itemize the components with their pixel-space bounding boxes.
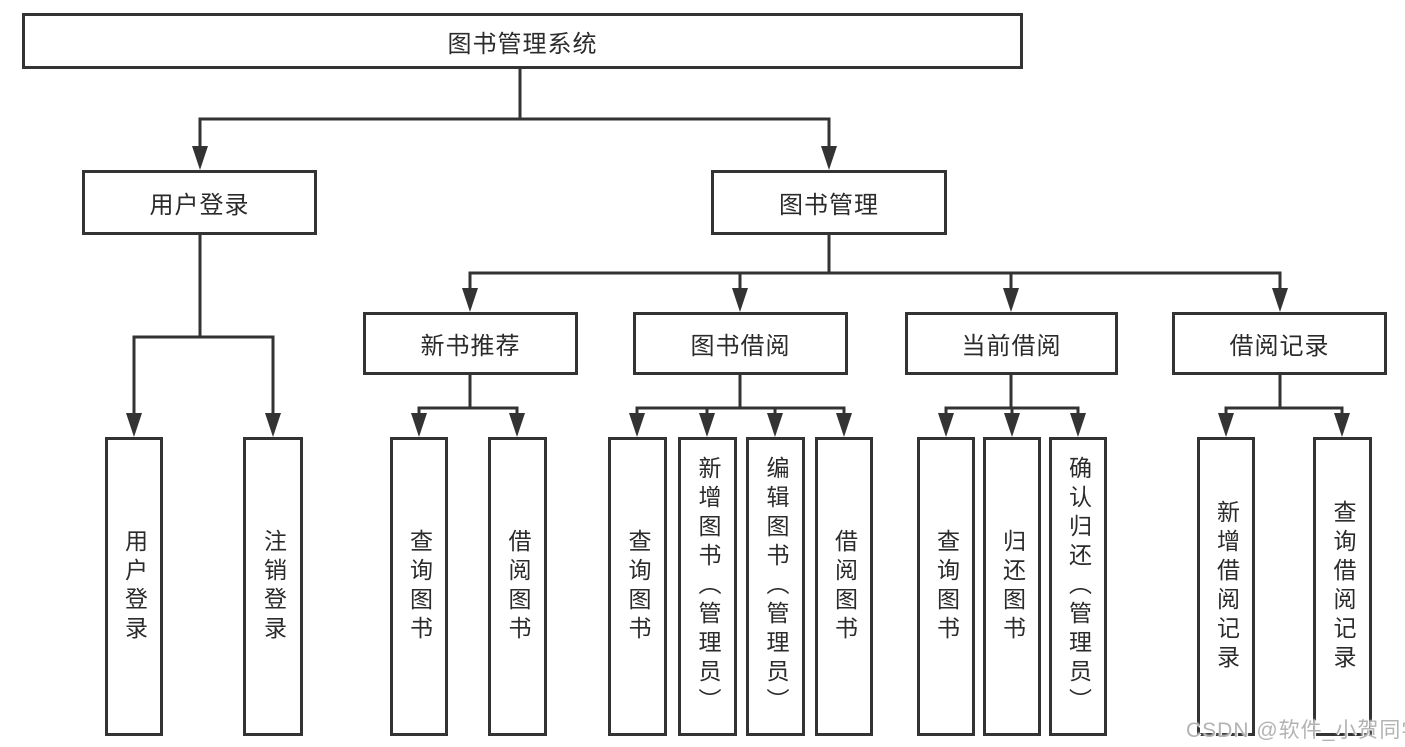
node-user-login: 用户登录	[82, 170, 317, 235]
leaf-query-books-recommend: 查询图书	[390, 437, 448, 736]
leaf-return-book: 归还图书	[983, 437, 1041, 736]
node-current-borrow: 当前借阅	[905, 312, 1118, 375]
watermark: CSDN @软件_小贺同学	[1186, 719, 1405, 742]
leaf-borrow-books: 借阅图书	[815, 437, 873, 736]
leaf-confirm-return-admin: 确认归还（管理员）	[1049, 437, 1107, 736]
node-borrow-records: 借阅记录	[1172, 312, 1387, 375]
node-book-management: 图书管理	[711, 170, 947, 235]
leaf-user-login: 用户登录	[105, 437, 163, 736]
node-root: 图书管理系统	[22, 13, 1023, 69]
leaf-logout: 注销登录	[243, 437, 303, 736]
leaf-query-books-borrow: 查询图书	[608, 437, 667, 736]
leaf-add-borrow-record: 新增借阅记录	[1197, 437, 1255, 736]
leaf-edit-book-admin: 编辑图书（管理员）	[746, 437, 805, 736]
node-book-borrow: 图书借阅	[633, 312, 848, 375]
arrowheads	[126, 146, 1350, 437]
node-new-book-recommend: 新书推荐	[363, 312, 578, 375]
leaf-query-borrow-record: 查询借阅记录	[1313, 437, 1372, 736]
leaf-add-book-admin: 新增图书（管理员）	[678, 437, 737, 736]
leaf-query-books-current: 查询图书	[917, 437, 975, 736]
leaf-borrow-books-recommend: 借阅图书	[488, 437, 547, 736]
